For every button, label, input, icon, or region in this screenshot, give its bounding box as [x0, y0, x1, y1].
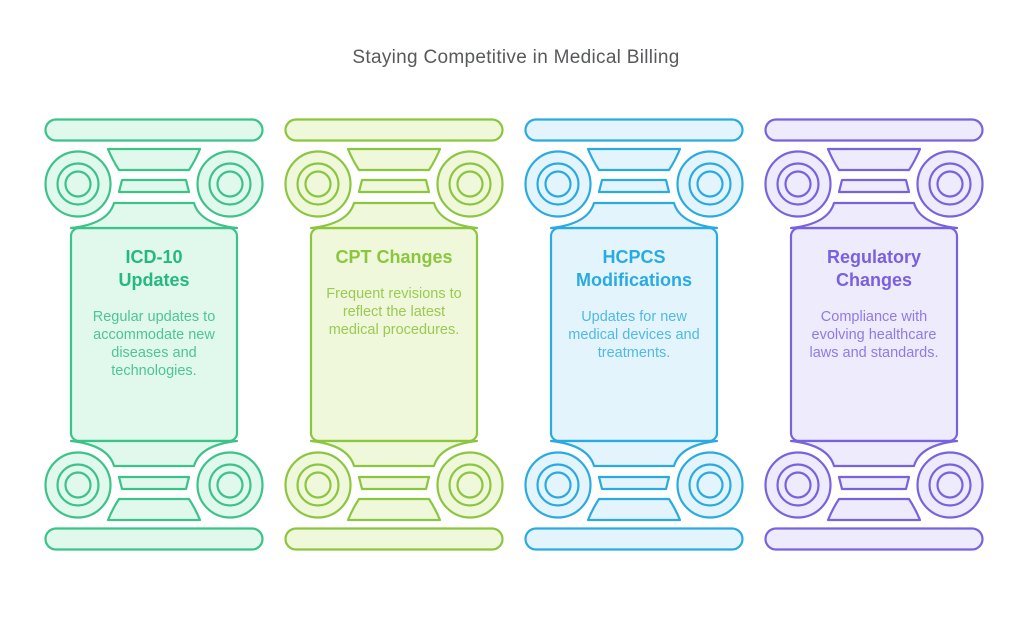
pillar-content: HCPCS Modifications Updates for new medi…	[554, 246, 714, 362]
pillar-content: Regulatory Changes Compliance with evolv…	[794, 246, 954, 362]
pillar-hcpcs-modifications: HCPCS Modifications Updates for new medi…	[524, 118, 744, 551]
pillar-heading: ICD-10 Updates	[118, 247, 190, 290]
pillar-content: ICD-10 Updates Regular updates to accomm…	[74, 246, 234, 380]
pillar-cpt-changes: CPT Changes Frequent revisions to reflec…	[284, 118, 504, 551]
pillar-icd-10-updates: ICD-10 Updates Regular updates to accomm…	[44, 118, 264, 551]
pillar-heading: CPT Changes	[335, 247, 453, 267]
pillar-description: Compliance with evolving healthcare laws…	[809, 309, 939, 361]
pillar-heading: Regulatory Changes	[826, 247, 922, 290]
page-title: Staying Competitive in Medical Billing	[352, 47, 680, 68]
pillar-row: ICD-10 Updates Regular updates to accomm…	[44, 118, 984, 551]
pillar-description: Updates for new medical devices and trea…	[568, 309, 700, 361]
pillar-heading: HCPCS Modifications	[576, 247, 692, 290]
pillar-description: Frequent revisions to reflect the latest…	[326, 286, 462, 338]
pillar-content: CPT Changes Frequent revisions to reflec…	[314, 246, 474, 339]
pillar-regulatory-changes: Regulatory Changes Compliance with evolv…	[764, 118, 984, 551]
pillar-description: Regular updates to accommodate new disea…	[92, 309, 216, 379]
